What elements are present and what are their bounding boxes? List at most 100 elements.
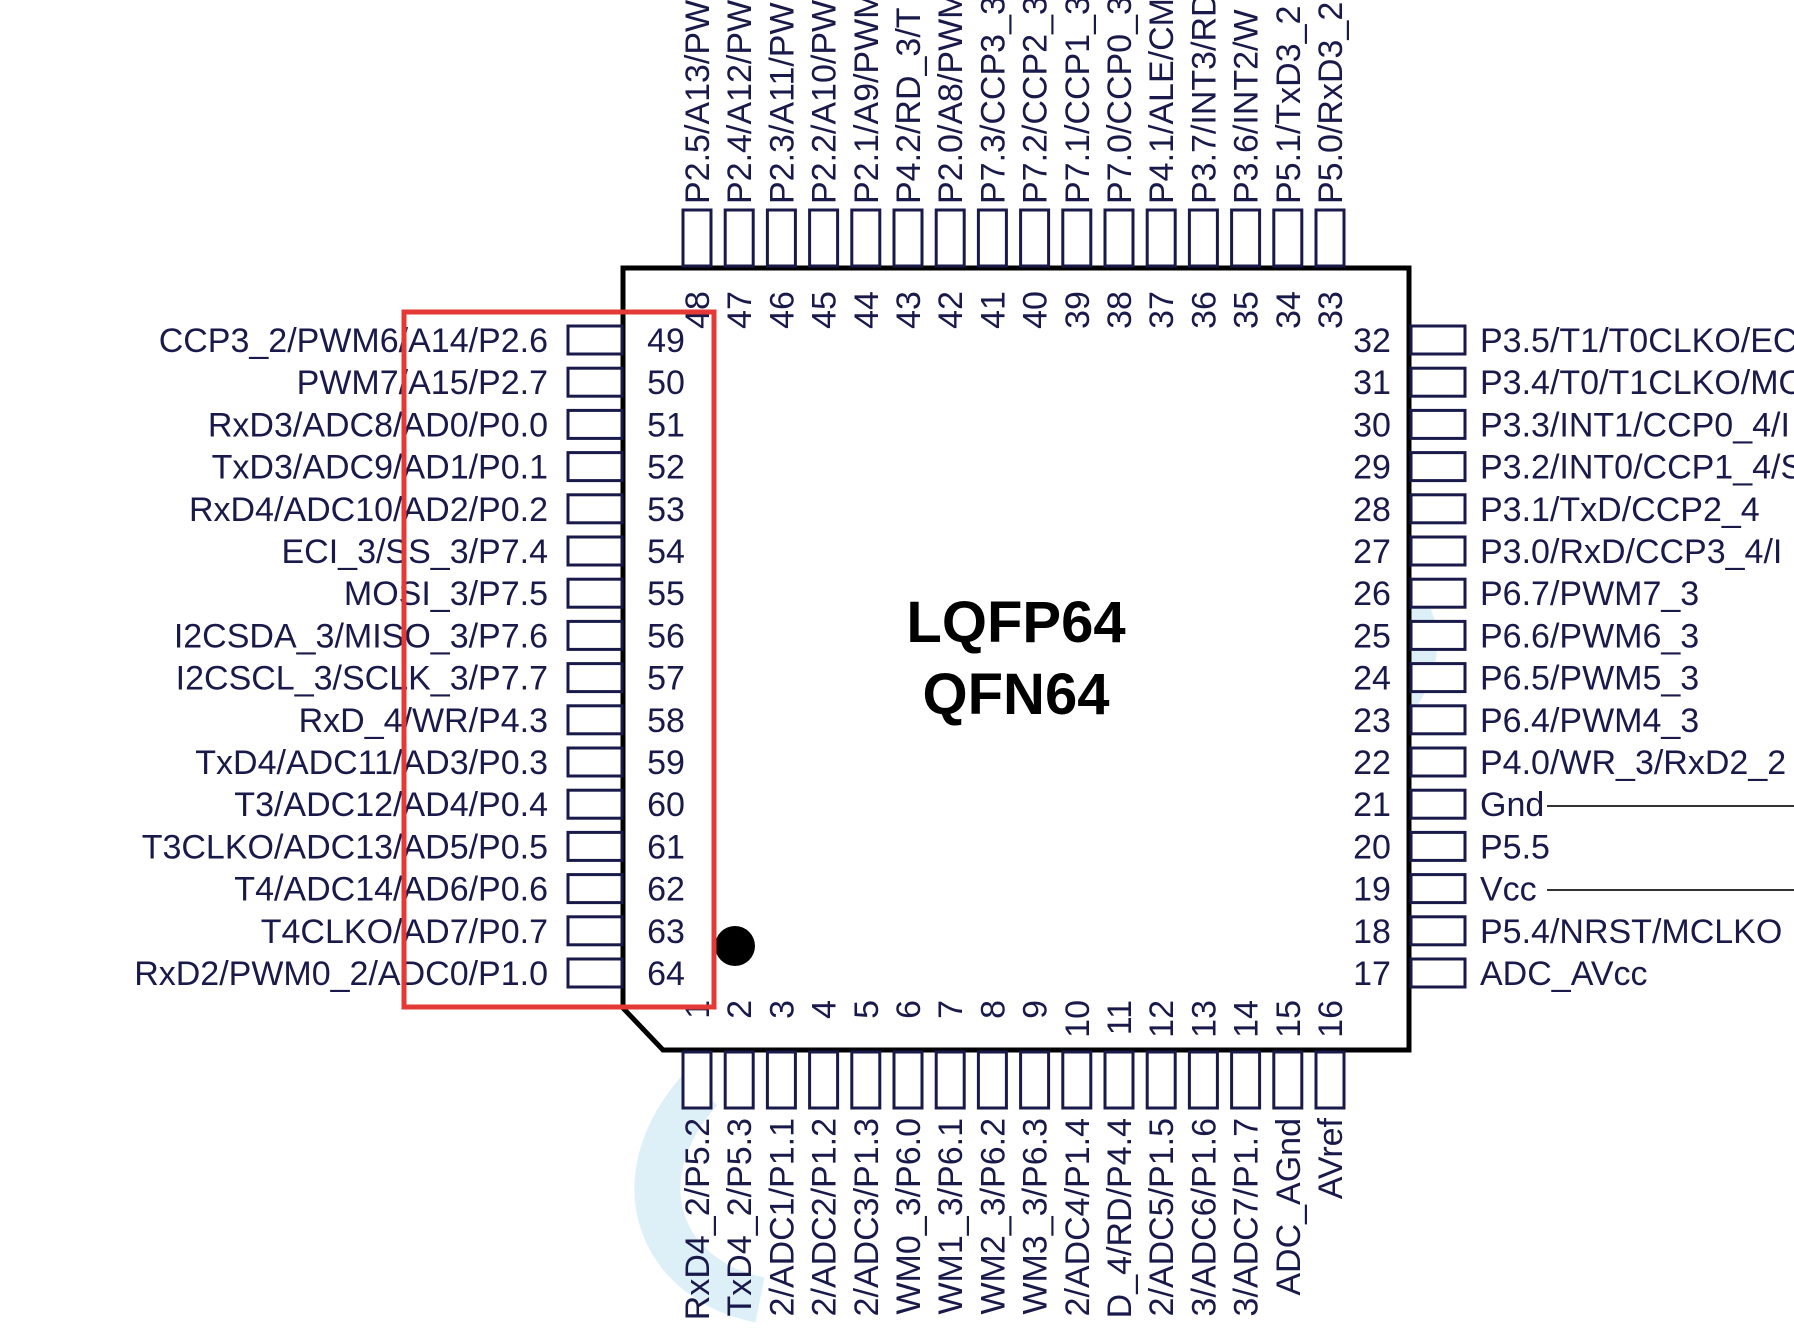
pin-number: 17 [1353, 955, 1391, 993]
pin-pad [1409, 535, 1467, 567]
pin-pad [1409, 957, 1467, 989]
pin-number: 56 [647, 617, 685, 655]
pin-label: P3.1/TxD/CCP2_4 [1480, 491, 1760, 529]
pin-pad [1187, 208, 1219, 268]
pin-pad [566, 451, 624, 483]
pin-label: 2/ADC1/P1.1 [763, 1118, 801, 1316]
pin-number: 60 [647, 786, 685, 824]
bottom-pin-group: 1RxD4_2/P5.22TxD4_2/P5.332/ADC1/P1.142/A… [679, 1000, 1350, 1320]
pin-pad [1230, 1050, 1262, 1110]
pin-pad [1409, 830, 1467, 862]
pin-number: 20 [1353, 828, 1391, 866]
pin-number: 58 [647, 702, 685, 740]
pin-pad [723, 208, 755, 268]
pin-number: 54 [647, 533, 685, 571]
pin-pad [566, 830, 624, 862]
pin-pad [1409, 915, 1467, 947]
pin-pad [1061, 1050, 1093, 1110]
highlight-box [401, 309, 717, 1010]
pin-label: P3.6/INT2/W [1228, 9, 1266, 204]
pin-label: P5.1/TxD3_2 [1270, 6, 1308, 204]
pin-pad [850, 1050, 882, 1110]
pin-label: T3CLKO/ADC13/AD5/P0.5 [142, 828, 548, 866]
pin-number: 18 [1353, 913, 1391, 951]
package-title-line1: LQFP64 [906, 590, 1125, 655]
pin-number: 49 [647, 322, 685, 360]
pin-number: 25 [1353, 617, 1391, 655]
pin-pad [765, 1050, 797, 1110]
pin-label: P5.5 [1480, 828, 1550, 866]
pin-pad [1145, 1050, 1177, 1110]
pin-label: P7.3/CCP3_3 [974, 0, 1012, 204]
pin-label: WM1_3/P6.1 [932, 1118, 970, 1315]
pin-number: 2 [721, 1000, 759, 1019]
pin-number: 9 [1017, 1000, 1055, 1019]
pin-pad [566, 324, 624, 356]
pin-number: 21 [1353, 786, 1391, 824]
pin-label: P6.7/PWM7_3 [1480, 575, 1699, 613]
pin-number: 51 [647, 406, 685, 444]
pin-number: 64 [647, 955, 685, 993]
pin-number: 47 [721, 291, 759, 329]
pin-number: 30 [1353, 406, 1391, 444]
pin-pad [1409, 619, 1467, 651]
pin-11: 11D_4/RD/P4.4 [1101, 1000, 1139, 1318]
pin-number: 61 [647, 828, 685, 866]
pin-label: P6.5/PWM5_3 [1480, 660, 1699, 698]
pin-label: TxD4/ADC11/AD3/P0.3 [195, 744, 548, 782]
pin-label: I2CSCL_3/SCLK_3/P7.7 [176, 660, 548, 698]
pin-number: 44 [848, 291, 886, 329]
pin-number: 13 [1185, 1000, 1223, 1038]
pin-number: 22 [1353, 744, 1391, 782]
pin-pad [566, 957, 624, 989]
pin-label: P2.3/A11/PW [763, 2, 801, 204]
pin-pad [1409, 408, 1467, 440]
pin-pad [723, 1050, 755, 1110]
pin-label: P7.0/CCP0_3 [1101, 0, 1139, 204]
pin-number: 37 [1143, 291, 1181, 329]
pin-number: 16 [1312, 1000, 1350, 1038]
pin-pad [1409, 873, 1467, 905]
pin-label: TxD4_2/P5.3 [721, 1118, 759, 1316]
pin-number: 6 [890, 1000, 928, 1019]
pin-pad [566, 366, 624, 398]
pin-pad [1272, 1050, 1304, 1110]
pin-pad [976, 1050, 1008, 1110]
pin-number: 14 [1228, 1000, 1266, 1038]
pin-number: 4 [806, 1000, 844, 1019]
pin-pad [566, 577, 624, 609]
pin-number: 15 [1270, 1000, 1308, 1038]
pin-label: 3/ADC6/P1.6 [1185, 1118, 1223, 1316]
pin-pad [566, 788, 624, 820]
pin-pad [566, 704, 624, 736]
pin-pad [1103, 208, 1135, 268]
